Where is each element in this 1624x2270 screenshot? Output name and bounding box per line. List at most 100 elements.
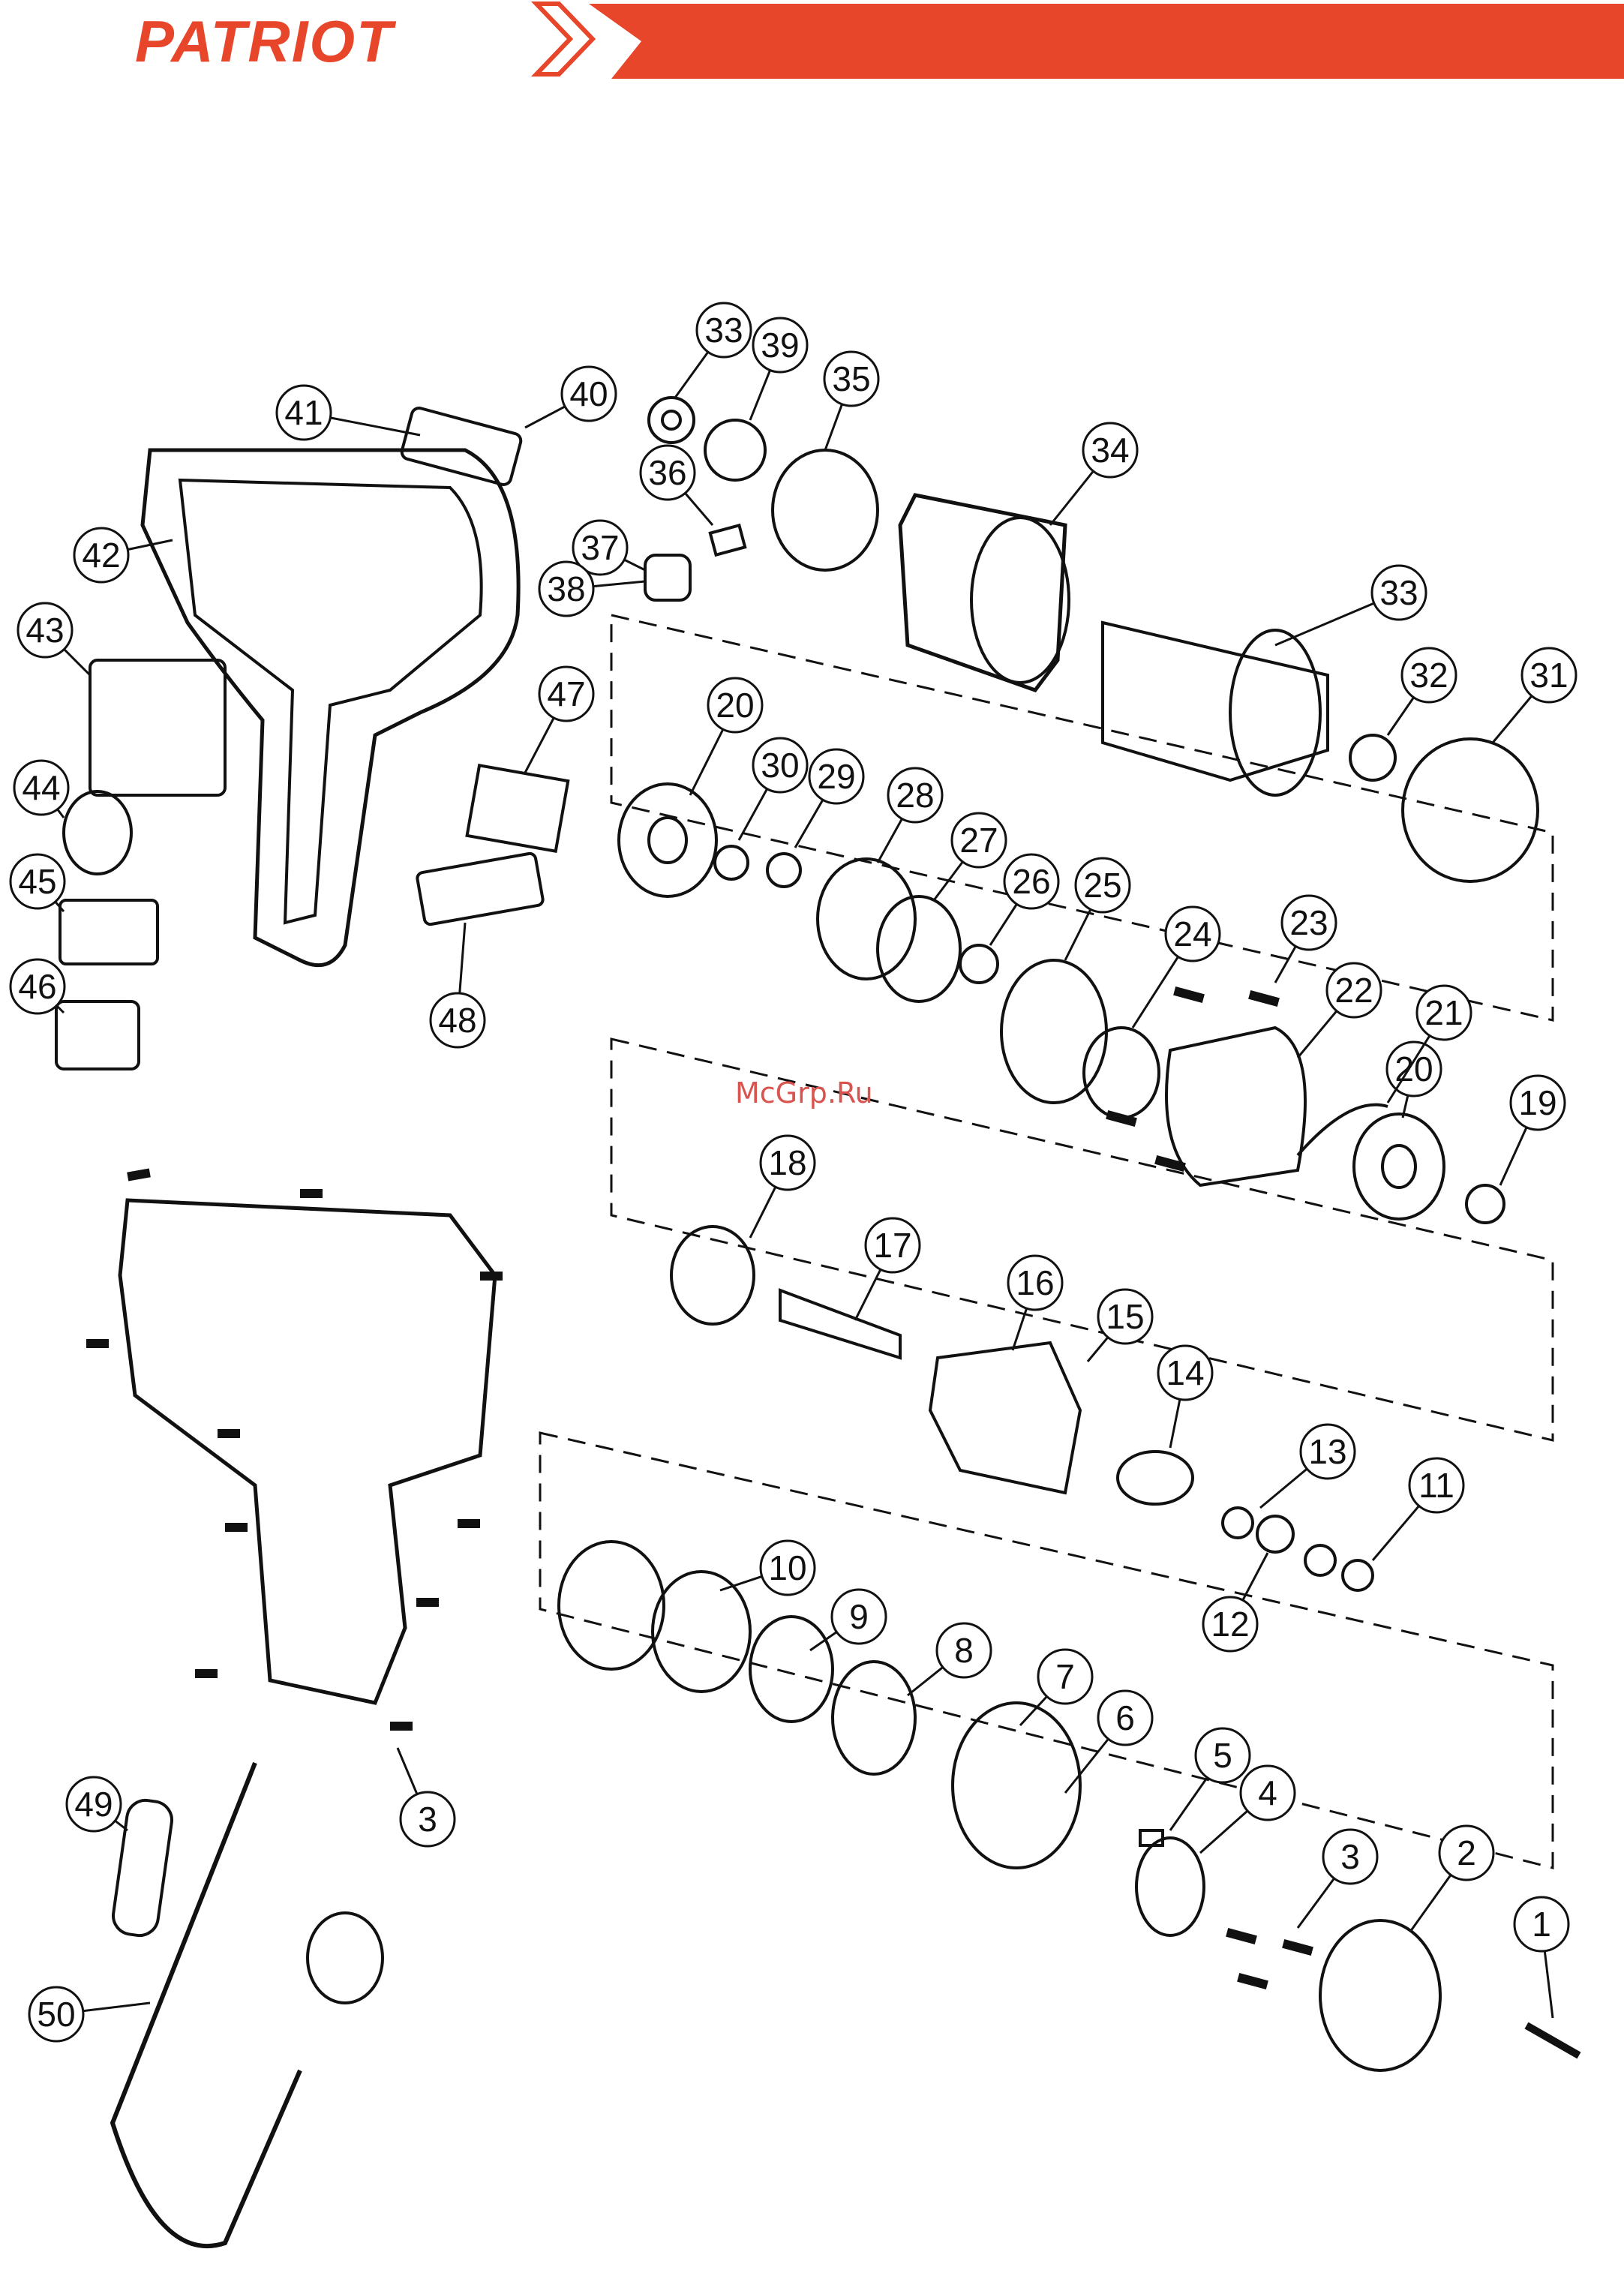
part-callout: 37 <box>573 521 645 575</box>
part-callout: 25 <box>1065 858 1130 960</box>
washer-20b-bore <box>1382 1146 1415 1188</box>
choke-shape <box>64 791 131 874</box>
circlip-11-shape <box>1343 1560 1373 1590</box>
part-number-label: 45 <box>18 862 56 901</box>
part-number-label: 43 <box>26 611 64 650</box>
spindle-17-shape <box>780 1290 900 1358</box>
part-callout: 19 <box>1500 1076 1565 1185</box>
part-number-label: 21 <box>1424 993 1463 1032</box>
terminal-block-shape <box>56 1001 139 1069</box>
clip-5-shape <box>1140 1830 1163 1845</box>
part-callout: 31 <box>1493 648 1576 743</box>
part-callout: 44 <box>14 761 68 818</box>
part-number-label: 34 <box>1091 431 1129 470</box>
part-number-label: 16 <box>1016 1263 1054 1302</box>
direction-switch-shape <box>416 853 544 926</box>
part-number-label: 4 <box>1258 1773 1277 1812</box>
part-number-label: 27 <box>959 821 998 860</box>
part-number-label: 49 <box>74 1785 113 1824</box>
part-number-label: 47 <box>547 674 585 713</box>
part-number-label: 26 <box>1012 862 1050 901</box>
part-number-label: 29 <box>817 757 855 796</box>
part-callout: 28 <box>878 768 942 863</box>
part-callout: 22 <box>1298 963 1381 1058</box>
ring-gear-25-shape <box>1001 960 1106 1103</box>
front-housing-shape <box>120 1200 495 1703</box>
washer-13-shape <box>1223 1508 1253 1538</box>
part-callout: 1 <box>1514 1897 1568 2018</box>
part-callout: 43 <box>18 603 90 675</box>
part-callout: 2 <box>1410 1826 1493 1932</box>
part-callout: 20 <box>1387 1042 1441 1118</box>
part-number-label: 2 <box>1457 1833 1476 1872</box>
bearing-top-shape <box>649 398 694 443</box>
part-number-label: 33 <box>704 311 743 350</box>
part-callout: 17 <box>855 1218 920 1320</box>
part-number-label: 22 <box>1334 971 1373 1010</box>
part-callout: 12 <box>1203 1553 1268 1651</box>
part-number-label: 42 <box>82 536 120 575</box>
part-callout: 7 <box>1020 1650 1092 1725</box>
part-callout: 32 <box>1388 648 1456 735</box>
plate-shape <box>467 765 569 851</box>
part-number-label: 12 <box>1211 1605 1249 1644</box>
part-callout: 36 <box>641 446 713 525</box>
part-number-label: 10 <box>768 1548 806 1587</box>
gear-29-shape <box>767 854 800 887</box>
stator-ring <box>971 518 1069 683</box>
washer-20-shape <box>619 784 716 896</box>
part-number-label: 48 <box>438 1001 476 1040</box>
armature-fan <box>1230 630 1320 795</box>
brush-holder-shape <box>773 450 878 570</box>
screws <box>86 986 1313 1989</box>
gear-27-shape <box>878 896 960 1001</box>
part-number-label: 6 <box>1115 1698 1135 1737</box>
end-plate-31-shape <box>1403 739 1538 881</box>
washer-10a-shape <box>559 1542 664 1669</box>
bearing-32-shape <box>1350 735 1395 780</box>
part-callout: 3 <box>398 1748 455 1846</box>
part-callout: 33 <box>675 303 751 398</box>
brush-shape <box>710 525 745 554</box>
suppressor-shape <box>60 900 158 964</box>
washer-10b-shape <box>653 1572 750 1692</box>
part-callout: 47 <box>525 667 593 773</box>
part-number-label: 24 <box>1173 914 1211 953</box>
part-number-label: 41 <box>284 393 323 432</box>
part-number-label: 3 <box>418 1800 437 1839</box>
part-number-label: 5 <box>1213 1736 1232 1775</box>
ring-18-shape <box>671 1227 754 1324</box>
part-callout: 11 <box>1373 1458 1463 1560</box>
part-callout: 18 <box>750 1136 815 1238</box>
part-callout: 40 <box>525 367 616 428</box>
part-number-label: 1 <box>1532 1905 1551 1944</box>
switch-shape <box>90 660 225 795</box>
part-callout: 3 <box>1298 1830 1377 1928</box>
part-number-label: 28 <box>896 776 934 815</box>
part-callout: 8 <box>908 1623 991 1695</box>
part-callout: 15 <box>1088 1290 1152 1362</box>
part-callout: 45 <box>11 854 65 911</box>
part-callout: 35 <box>824 352 878 450</box>
chuck-2-shape <box>1320 1920 1440 2070</box>
part-number-label: 18 <box>768 1143 806 1182</box>
part-number-label: 38 <box>547 569 585 608</box>
part-number-label: 37 <box>581 528 619 567</box>
part-number-label: 36 <box>648 453 686 492</box>
part-number-label: 40 <box>569 374 608 413</box>
part-callout: 20 <box>690 678 762 795</box>
part-number-label: 44 <box>22 768 60 807</box>
washer-20-bore <box>649 818 686 863</box>
part-number-label: 46 <box>18 967 56 1006</box>
part-number-label: 3 <box>1340 1837 1360 1876</box>
part-callout: 16 <box>1008 1256 1062 1350</box>
button-shape <box>400 407 522 486</box>
part-number-label: 50 <box>37 1995 75 2034</box>
screw-1-shape <box>1526 2025 1579 2055</box>
part-callout: 27 <box>934 813 1006 900</box>
part-number-label: 19 <box>1518 1083 1556 1122</box>
collar-7-shape <box>953 1703 1080 1868</box>
washer-12-shape <box>1257 1516 1293 1552</box>
part-callout: 41 <box>277 386 420 440</box>
